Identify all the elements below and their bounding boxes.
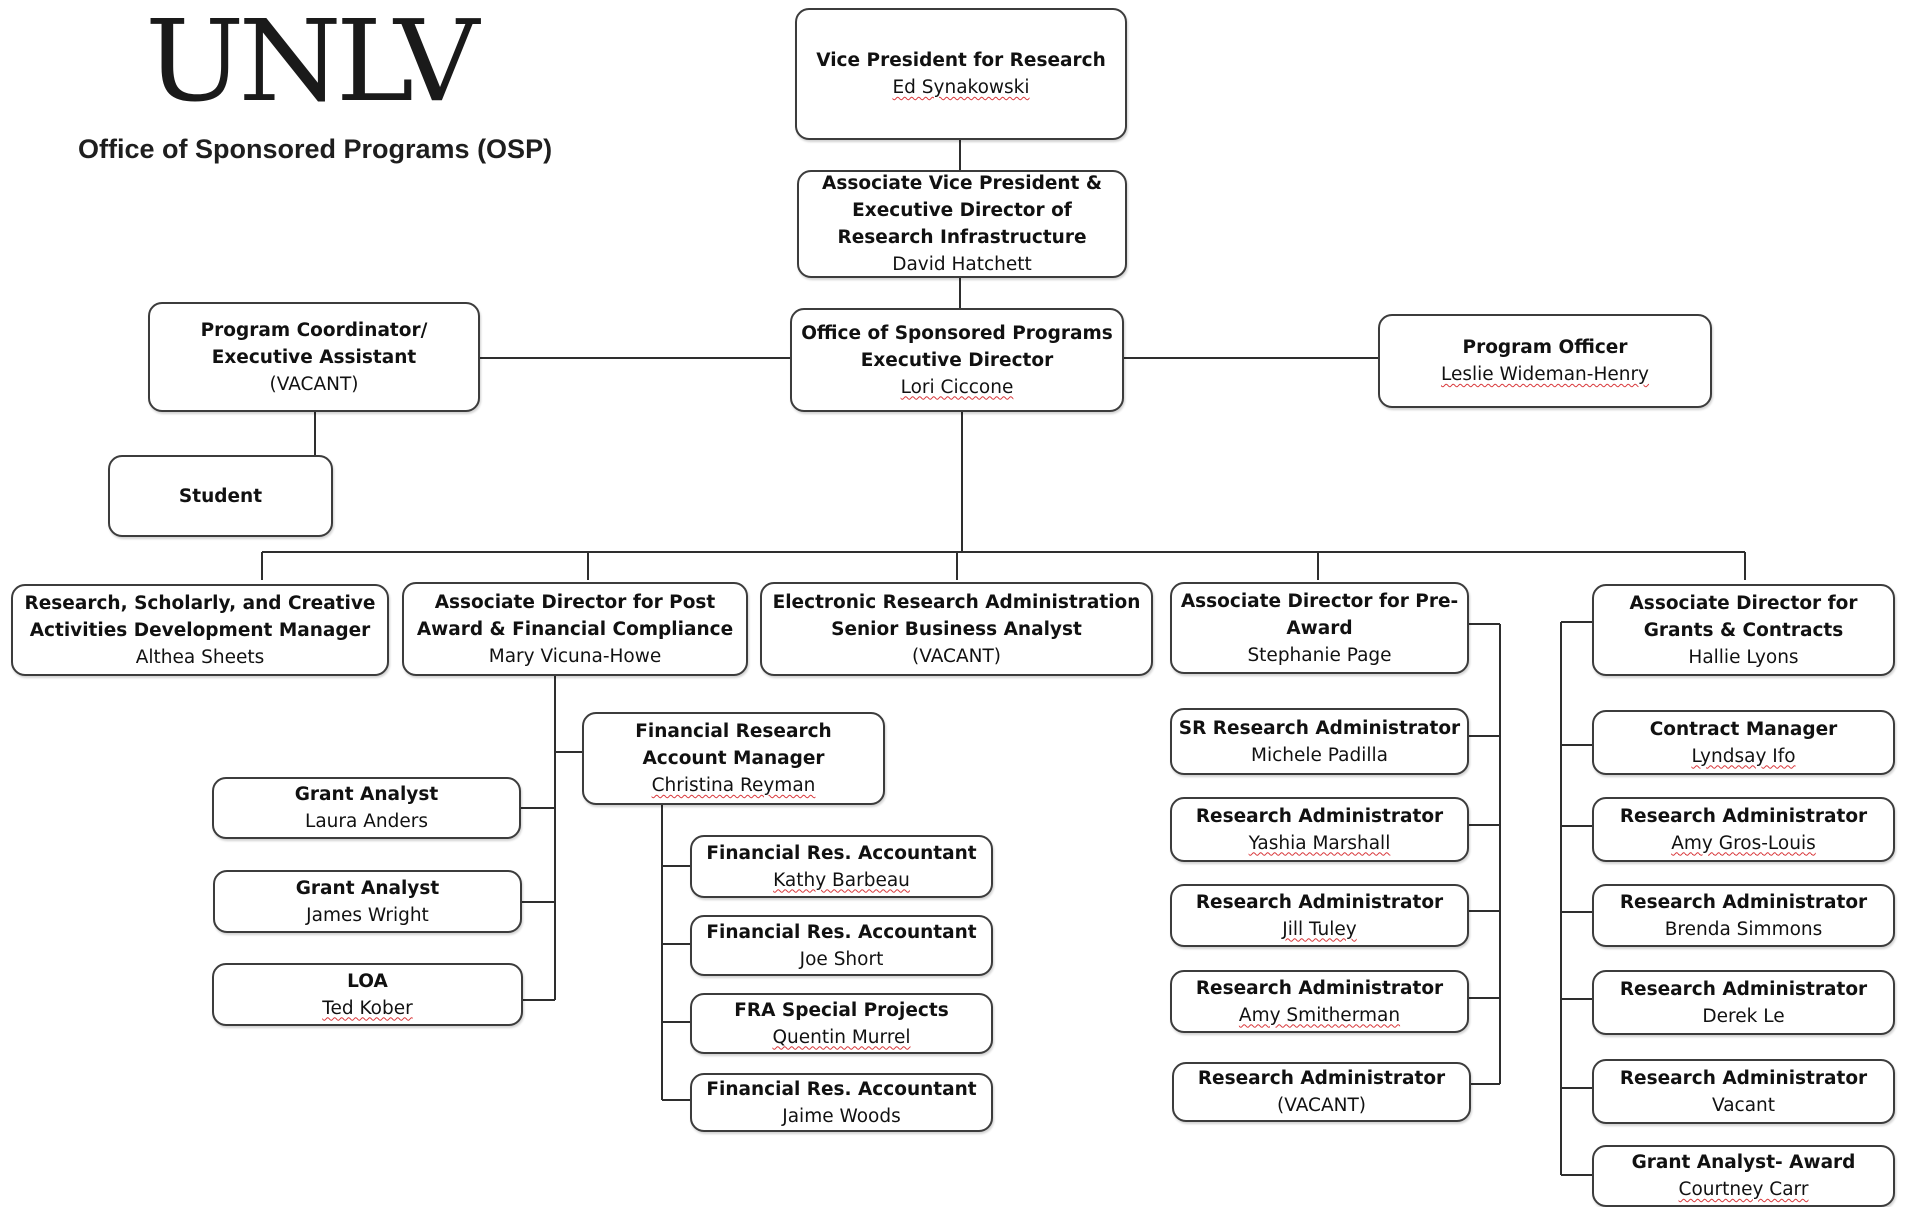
- person-name: Althea Sheets: [135, 646, 265, 668]
- org-box-avp: Associate Vice President & Executive Dir…: [797, 170, 1127, 278]
- role-title: Associate Vice President & Executive Dir…: [822, 173, 1102, 248]
- org-box-osp: Office of Sponsored Programs Executive D…: [790, 308, 1124, 412]
- role-title: Research Administrator: [1195, 891, 1444, 913]
- person-name: Ted Kober: [322, 997, 413, 1019]
- role-title: Research Administrator: [1619, 805, 1868, 827]
- role-title: Associate Director for Pre- Award: [1180, 590, 1459, 639]
- role-title: Financial Res. Accountant: [706, 921, 977, 943]
- role-title: Research, Scholarly, and Creative Activi…: [24, 592, 376, 641]
- role-title: Contract Manager: [1649, 718, 1838, 740]
- role-title: Grant Analyst- Award: [1631, 1152, 1856, 1173]
- person-name: Stephanie Page: [1247, 644, 1392, 666]
- org-box-adpa: Associate Director for Post Award & Fina…: [402, 582, 748, 676]
- org-box-era: Electronic Research Administration Senio…: [760, 582, 1153, 676]
- role-title: Vice President for Research: [816, 50, 1106, 71]
- org-box-pc: Program Coordinator/ Executive Assistant…: [148, 302, 480, 412]
- person-name: Kathy Barbeau: [773, 869, 910, 891]
- person-name: Lyndsay Ifo: [1691, 745, 1796, 767]
- role-title: Grant Analyst: [294, 784, 439, 805]
- role-title: Research Administrator: [1619, 891, 1868, 913]
- role-title: LOA: [347, 970, 388, 992]
- person-name: (VACANT): [912, 645, 1001, 667]
- person-name: Leslie Wideman-Henry: [1440, 364, 1650, 385]
- role-title: Financial Res. Accountant: [706, 1078, 977, 1100]
- role-title: Associate Director for Grants & Contract…: [1629, 592, 1858, 641]
- org-box-student: Student: [108, 455, 333, 537]
- org-box-loa: LOA Ted Kober: [212, 963, 523, 1026]
- org-box-ra4: Research Administrator (VACANT): [1172, 1062, 1471, 1122]
- org-box-vp: Vice President for Research Ed Synakowski: [795, 8, 1127, 140]
- person-name: Joe Short: [799, 948, 884, 970]
- person-name: Ed Synakowski: [892, 77, 1030, 98]
- role-title: Research Administrator: [1619, 978, 1868, 1000]
- person-name: Brenda Simmons: [1664, 918, 1823, 940]
- person-name: Mary Vicuna-Howe: [488, 645, 662, 667]
- role-title: Electronic Research Administration Senio…: [772, 591, 1141, 640]
- role-title: Research Administrator: [1197, 1068, 1446, 1089]
- person-name: Jaime Woods: [782, 1105, 901, 1127]
- org-box-rscadm: Research, Scholarly, and Creative Activi…: [11, 584, 389, 676]
- person-name: Hallie Lyons: [1688, 646, 1799, 668]
- role-title: Research Administrator: [1195, 977, 1444, 999]
- person-name: (VACANT): [269, 373, 359, 395]
- unlv-logo: UNLV: [145, 0, 479, 127]
- person-name: Courtney Carr: [1678, 1179, 1809, 1200]
- person-name: Laura Anders: [305, 811, 428, 832]
- role-title: Associate Director for Post Award & Fina…: [416, 591, 734, 640]
- role-title: Grant Analyst: [295, 877, 440, 899]
- person-name: Jill Tuley: [1282, 918, 1357, 940]
- role-title: Office of Sponsored Programs Executive D…: [801, 322, 1113, 371]
- person-name: (VACANT): [1277, 1095, 1366, 1116]
- role-title: Research Administrator: [1195, 805, 1444, 827]
- role-title: Student: [178, 485, 263, 507]
- person-name: Lori Ciccone: [900, 376, 1014, 398]
- role-title: Program Officer: [1462, 337, 1628, 358]
- role-title: Financial Research Account Manager: [635, 721, 832, 769]
- role-title: Financial Res. Accountant: [706, 842, 977, 864]
- person-name: Christina Reyman: [651, 775, 816, 796]
- person-name: James Wright: [306, 904, 429, 926]
- person-name: Amy Gros-Louis: [1671, 832, 1816, 854]
- role-title: Program Coordinator/ Executive Assistant: [200, 319, 428, 368]
- page-title: Office of Sponsored Programs (OSP): [78, 134, 553, 164]
- person-name: Amy Smitherman: [1238, 1004, 1401, 1026]
- role-title: SR Research Administrator: [1178, 717, 1461, 739]
- role-title: FRA Special Projects: [734, 999, 949, 1021]
- person-name: Michele Padilla: [1251, 744, 1388, 766]
- person-name: Vacant: [1711, 1094, 1776, 1116]
- org-box-adgc: Associate Director for Grants & Contract…: [1592, 584, 1895, 676]
- person-name: Quentin Murrel: [772, 1026, 911, 1048]
- role-title: Research Administrator: [1619, 1067, 1868, 1089]
- person-name: Derek Le: [1702, 1005, 1785, 1027]
- person-name: Yashia Marshall: [1248, 832, 1391, 854]
- person-name: David Hatchett: [892, 254, 1032, 275]
